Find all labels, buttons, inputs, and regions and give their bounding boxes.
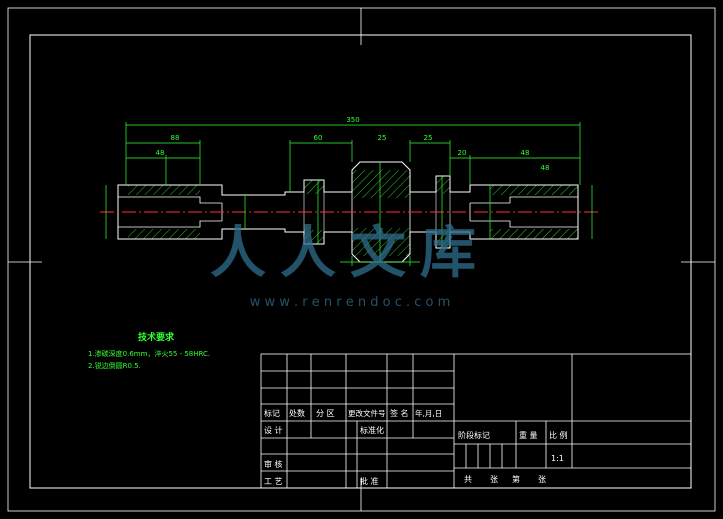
dim-left-outer: 88 <box>171 134 180 142</box>
tb-scale-label: 比 例 <box>549 430 568 440</box>
tb-sign: 签 名 <box>390 408 409 418</box>
tb-sheet-unit-1: 张 <box>490 475 498 484</box>
watermark: 人人文库 w w w . r e n r e n d o c . c o m <box>210 221 490 310</box>
tech-line-2: 2.锐边倒圆R0.5. <box>88 361 141 370</box>
tech-line-1: 1.渗碳深度0.6mm，淬火55 - 58HRC. <box>88 349 210 358</box>
dim-left-inner: 48 <box>156 149 165 157</box>
tb-standard: 标准化 <box>360 425 384 435</box>
shaft-drawing <box>100 161 600 263</box>
tb-process: 工 艺 <box>264 477 283 486</box>
tb-weight: 重 量 <box>519 430 538 440</box>
dim-right-c: 48 <box>541 164 550 172</box>
tb-sheet-no: 第 <box>512 474 520 484</box>
shaft-outline-upper <box>117 161 579 197</box>
dim-mid-b: 25 <box>378 134 387 142</box>
tb-stage-mark: 阶段标记 <box>458 430 490 440</box>
shaft-outline-lower <box>117 227 579 263</box>
watermark-url: w w w . r e n r e n d o c . c o m <box>250 295 451 310</box>
tb-review: 审 核 <box>264 459 283 469</box>
dimensions <box>105 122 593 266</box>
dim-right-b: 20 <box>458 149 467 157</box>
tb-docno: 更改文件号 <box>348 408 386 418</box>
tb-zone: 分 区 <box>316 409 335 418</box>
watermark-logo: 人人文库 <box>210 221 490 286</box>
tb-count: 处数 <box>289 408 305 418</box>
tb-mark: 标记 <box>264 408 280 418</box>
tb-approve: 批 准 <box>360 476 379 486</box>
tb-design: 设 计 <box>264 425 283 435</box>
tb-date: 年,月,日 <box>415 408 442 418</box>
title-block <box>260 353 692 489</box>
dim-overall: 350 <box>346 116 359 124</box>
dim-right-a: 48 <box>521 149 530 157</box>
dim-mid-a: 60 <box>314 134 323 142</box>
tb-sheet-unit-2: 张 <box>538 475 546 484</box>
sheet-border <box>7 7 716 512</box>
dim-mid-c: 25 <box>424 134 433 142</box>
bore-left <box>118 196 222 228</box>
section-hatching <box>128 170 578 256</box>
tb-scale-value: 1:1 <box>551 454 564 463</box>
tb-sheets-total: 共 <box>464 475 472 484</box>
tech-title: 技术要求 <box>138 331 175 343</box>
